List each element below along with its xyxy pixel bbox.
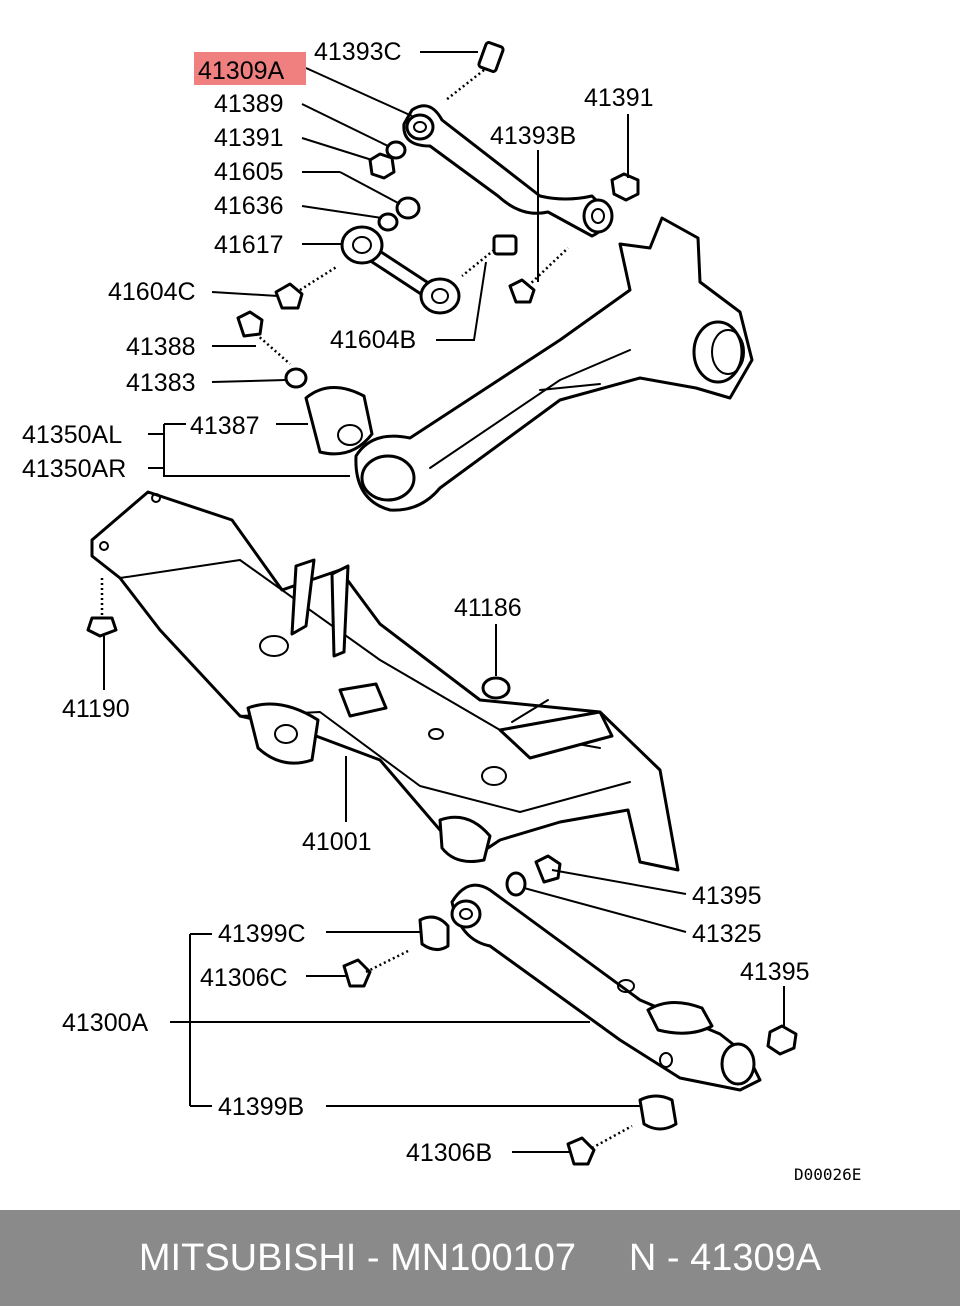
label-41393b[interactable]: 41393B: [490, 122, 576, 150]
nut-41391-left: [368, 152, 396, 180]
spacer: [576, 1237, 629, 1280]
bolt-41388: [236, 310, 291, 365]
label-41389[interactable]: 41389: [214, 90, 284, 118]
label-41617[interactable]: 41617: [214, 231, 284, 259]
highlight-box-41309a: [194, 52, 306, 85]
lower-arm-41300a: [450, 883, 762, 1092]
label-41391-right[interactable]: 41391: [584, 84, 654, 112]
bolt-41604c: [274, 264, 339, 310]
label-41393c[interactable]: 41393C: [314, 38, 402, 66]
bolt-41393c: [445, 41, 505, 101]
label-41399c[interactable]: 41399C: [218, 920, 306, 948]
bolt-41190: [86, 578, 118, 638]
label-41300a[interactable]: 41300A: [62, 1009, 149, 1037]
trailing-arm-41350: [354, 216, 754, 512]
label-41395-top[interactable]: 41395: [692, 882, 762, 910]
bolt-41306b: [566, 1124, 633, 1166]
label-41190[interactable]: 41190: [62, 695, 130, 723]
reference-number: 41309A: [690, 1236, 822, 1279]
separator: -: [656, 1236, 691, 1279]
washer-41389: [385, 140, 407, 160]
label-41388[interactable]: 41388: [126, 333, 196, 361]
label-41636[interactable]: 41636: [214, 192, 284, 220]
n-label: N: [628, 1236, 657, 1279]
label-41306b[interactable]: 41306B: [406, 1139, 492, 1167]
link-rod-41617: [340, 225, 461, 315]
label-41306c[interactable]: 41306C: [200, 964, 288, 992]
nut-41395-right: [766, 1024, 798, 1056]
upper-arm-41309a: [402, 104, 614, 238]
leader-lines: [103, 51, 785, 1153]
label-41399b[interactable]: 41399B: [218, 1093, 304, 1121]
washer-41383: [284, 367, 308, 389]
label-41186[interactable]: 41186: [454, 594, 522, 622]
bushing-41399c: [418, 915, 450, 951]
footer-bar: MITSUBISHI - MN100107 N - 41309A: [0, 1210, 960, 1306]
bushing-41387: [304, 386, 374, 456]
label-41309a[interactable]: 41309A: [198, 57, 285, 85]
washer-41325: [505, 871, 527, 897]
bolt-41393b: [508, 247, 569, 304]
label-41383[interactable]: 41383: [126, 369, 196, 397]
label-41604c[interactable]: 41604C: [108, 278, 196, 306]
label-41395-right[interactable]: 41395: [740, 958, 810, 986]
label-41604b[interactable]: 41604B: [330, 326, 416, 354]
label-41350ar[interactable]: 41350AR: [22, 455, 126, 483]
part-labels: 41309A 41393C 41389 41391 41605 41636 41…: [22, 38, 861, 1184]
label-41350al[interactable]: 41350AL: [22, 421, 122, 449]
crossmember-41001: [90, 490, 680, 872]
brand-name: MITSUBISHI: [138, 1236, 357, 1279]
bushing-41399b: [638, 1094, 678, 1131]
label-41391-left[interactable]: 41391: [214, 124, 284, 152]
washer-41186: [481, 676, 511, 700]
nut-41395-top: [534, 854, 562, 884]
separator: -: [356, 1236, 391, 1279]
label-41001[interactable]: 41001: [302, 828, 372, 856]
bolt-41604b: [461, 234, 518, 277]
part-number: MN100107: [390, 1236, 577, 1279]
label-41605[interactable]: 41605: [214, 158, 284, 186]
washer-41636: [377, 212, 399, 232]
bolt-41306c: [342, 948, 411, 988]
parts-diagram: 41309A 41393C 41389 41391 41605 41636 41…: [22, 38, 861, 1184]
nut-41391-right: [610, 172, 640, 202]
label-41325[interactable]: 41325: [692, 920, 762, 948]
diagram-code: D00026E: [794, 1165, 861, 1184]
label-41387[interactable]: 41387: [190, 412, 260, 440]
washer-41605: [395, 196, 421, 220]
